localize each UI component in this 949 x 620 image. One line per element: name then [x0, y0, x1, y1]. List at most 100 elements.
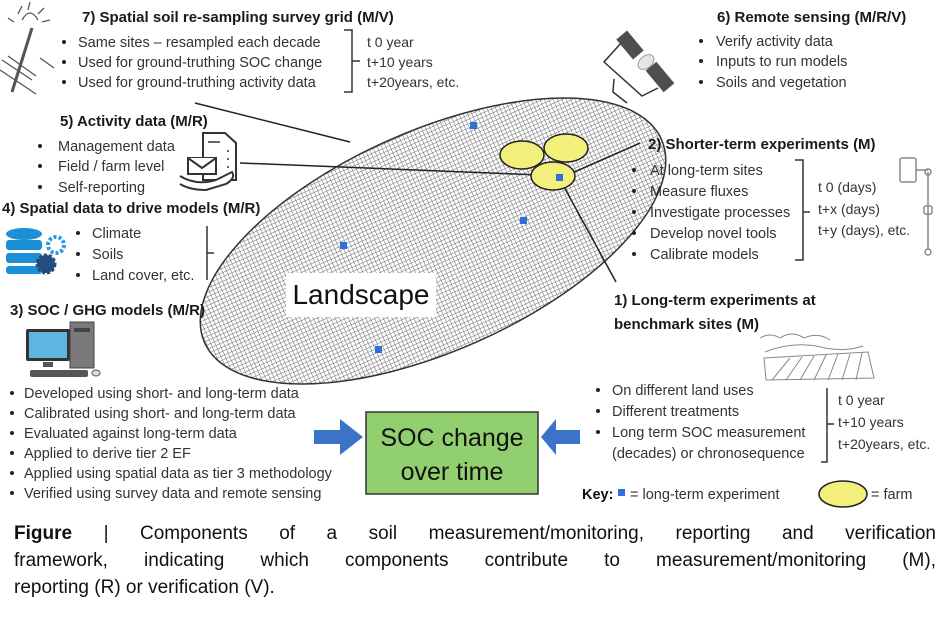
caption-line-2: framework, indicating which components c…: [14, 550, 936, 571]
experiment-square: [375, 346, 382, 353]
document-hand-icon: [179, 132, 237, 192]
experiment-square: [470, 122, 477, 129]
soc-change-line2: over time: [401, 458, 504, 486]
s5-bullets: Management data Field / farm level Self-…: [38, 139, 176, 196]
s5-title: 5) Activity data (M/R): [60, 113, 208, 130]
s3-bullet: Applied to derive tier 2 EF: [24, 446, 191, 462]
s3-bullet: Verified using survey data and remote se…: [24, 486, 321, 502]
s4-bullet: Climate: [92, 226, 141, 242]
figure-caption: Figure | Components of a soil measuremen…: [14, 520, 936, 601]
s2-time: t+x (days): [818, 201, 880, 217]
s6-title: 6) Remote sensing (M/R/V): [717, 9, 906, 26]
s4-title: 4) Spatial data to drive models (M/R): [2, 200, 260, 217]
computer-icon: [26, 321, 101, 377]
caption-line-1: Figure | Components of a soil measuremen…: [14, 520, 936, 547]
mrv-diagram: Landscape 7) Spatial soil re-sampling su…: [0, 1, 933, 508]
caption-line-3: reporting (R) or verification (V).: [14, 577, 275, 598]
s2-time: t 0 (days): [818, 179, 876, 195]
s3-title: 3) SOC / GHG models (M/R): [10, 302, 205, 319]
experiment-square: [556, 174, 563, 181]
s1-time: t 0 year: [838, 392, 885, 408]
s4-bracket: [206, 226, 214, 280]
s2-bullets: At long-term sites Measure fluxes Invest…: [632, 163, 790, 263]
s1-time: t+10 years: [838, 414, 904, 430]
s6-bullet: Inputs to run models: [716, 54, 847, 70]
s4-bullet: Land cover, etc.: [92, 268, 194, 284]
s6-bullet: Verify activity data: [716, 34, 834, 50]
s7-time: t+10 years: [367, 54, 433, 70]
s1-bullet: Different treatments: [612, 404, 739, 420]
farm: [530, 161, 576, 191]
key-experiment-square: [618, 489, 625, 496]
s2-time: t+y (days), etc.: [818, 222, 910, 238]
key-farm-label: = farm: [871, 487, 913, 503]
connector-s2: [564, 142, 641, 177]
flux-chamber-icon: [899, 157, 933, 256]
farm: [543, 133, 589, 163]
s2-bullet: Develop novel tools: [650, 226, 777, 242]
s7-time: t+20years, etc.: [367, 74, 459, 90]
s6-bullet: Soils and vegetation: [716, 75, 847, 91]
farm: [499, 140, 545, 170]
connector-s5: [239, 162, 541, 176]
s6-bullets: Verify activity data Inputs to run model…: [699, 34, 847, 91]
s3-bullet: Applied using spatial data as tier 3 met…: [24, 466, 333, 482]
s1-title-line2: benchmark sites (M): [614, 316, 759, 333]
s7-times: t 0 year t+10 years t+20years, etc.: [367, 34, 459, 90]
s1-bullet: Long term SOC measurement: [612, 425, 805, 441]
experiment-square: [340, 242, 347, 249]
s3-bullet: Calibrated using short- and long-term da…: [24, 406, 297, 422]
soc-change-line1: SOC change: [380, 424, 523, 452]
s7-bullet: Used for ground-truthing SOC change: [78, 55, 322, 71]
experiment-square: [520, 217, 527, 224]
s2-bracket: [795, 159, 810, 261]
landscape-label-bg: [286, 273, 436, 317]
s4-bullet: Soils: [92, 247, 123, 263]
connector-s7: [194, 102, 351, 143]
s2-bullet: Measure fluxes: [650, 184, 748, 200]
s1-time: t+20years, etc.: [838, 436, 930, 452]
s1-bullet: On different land uses: [612, 383, 754, 399]
tree-sampler-icon: [0, 1, 55, 95]
landscape-label: Landscape: [292, 279, 429, 310]
s5-bullet: Management data: [58, 139, 176, 155]
s6-bracket: [602, 41, 659, 104]
s2-bullet: At long-term sites: [650, 163, 763, 179]
s2-bullet: Investigate processes: [650, 205, 790, 221]
caption-text-1: | Components of a soil measurement/monit…: [103, 523, 936, 544]
s7-bullet: Used for ground-truthing activity data: [78, 75, 317, 91]
s1-bullet: (decades) or chronosequence: [612, 446, 805, 462]
key-experiment-label: = long-term experiment: [630, 487, 780, 503]
database-gears-icon: [6, 228, 66, 275]
s7-bullet: Same sites – resampled each decade: [78, 35, 321, 51]
s2-title: 2) Shorter-term experiments (M): [648, 136, 876, 153]
s7-bracket: [344, 29, 360, 93]
s1-title-line1: 1) Long-term experiments at: [614, 292, 816, 309]
field-landscape-icon: [759, 333, 875, 381]
s1-times: t 0 year t+10 years t+20years, etc.: [838, 392, 930, 452]
s5-bullet: Self-reporting: [58, 180, 145, 196]
s4-bullets: Climate Soils Land cover, etc.: [76, 226, 194, 284]
connector-s1: [562, 184, 617, 283]
key-farm-ellipse: [818, 480, 868, 508]
key-label: Key:: [582, 487, 613, 503]
s1-bracket: [821, 388, 834, 463]
s1-bullets: On different land uses Different treatme…: [596, 383, 805, 462]
right-pointing-arrow-icon: [314, 419, 363, 455]
caption-figure-label: Figure: [14, 523, 73, 544]
s3-bullet: Developed using short- and long-term dat…: [24, 386, 300, 402]
s3-bullets: Developed using short- and long-term dat…: [10, 386, 333, 502]
s3-bullet: Evaluated against long-term data: [24, 426, 238, 442]
s7-title: 7) Spatial soil re-sampling survey grid …: [82, 9, 394, 26]
left-pointing-arrow-icon: [541, 419, 580, 455]
soc-change-box: [365, 411, 539, 495]
s5-bullet: Field / farm level: [58, 159, 164, 175]
s2-times: t 0 (days) t+x (days) t+y (days), etc.: [818, 179, 910, 238]
experiment-sites: [340, 122, 563, 353]
s7-bullets: Same sites – resampled each decade Used …: [62, 35, 322, 91]
s7-time: t 0 year: [367, 34, 414, 50]
key-legend: Key: = long-term experiment = farm: [582, 480, 913, 508]
satellite-icon: [616, 30, 675, 93]
s2-bullet: Calibrate models: [650, 247, 759, 263]
farms: [499, 133, 589, 191]
